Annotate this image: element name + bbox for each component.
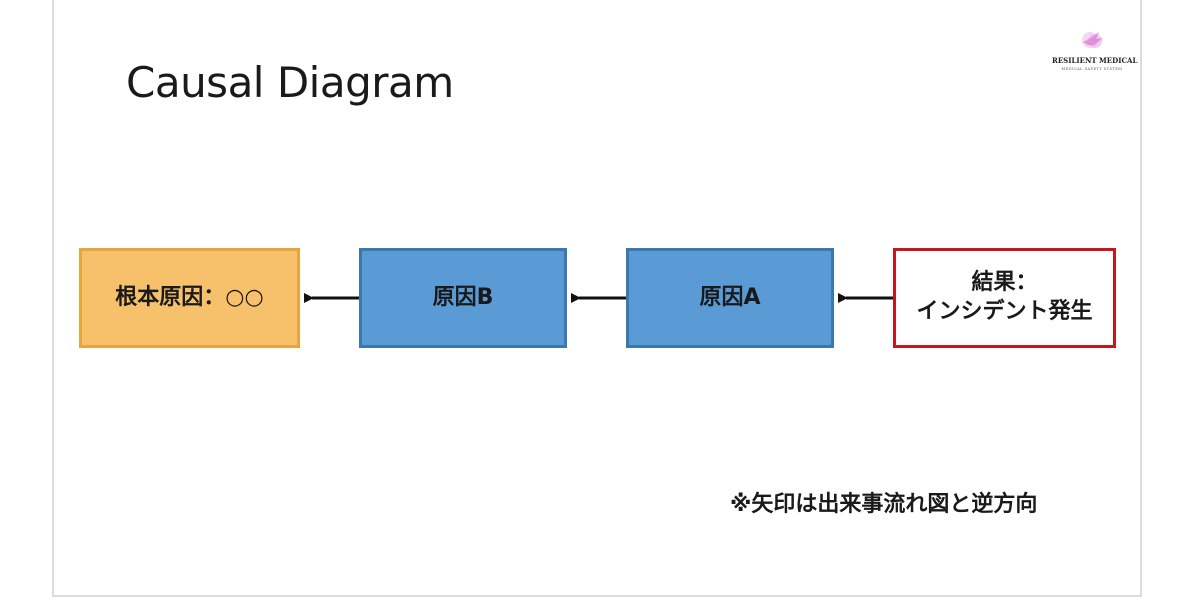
direction-note: ※矢印は出来事流れ図と逆方向 — [730, 492, 1038, 517]
logo-tagline: MEDICAL SAFETY SYSTEM — [1061, 67, 1123, 71]
cause-a-label: 原因A — [699, 284, 761, 310]
logo-name: RESILIENT MEDICAL — [1052, 56, 1138, 65]
result-box: 結果： インシデント発生 — [893, 248, 1116, 348]
result-label-line1: 結果： — [971, 270, 1038, 296]
brand-logo: RESILIENT MEDICAL MEDICAL SAFETY SYSTEM — [1052, 28, 1138, 78]
root-cause-label: 根本原因：○○ — [115, 284, 264, 310]
cause-b-label: 原因B — [432, 284, 494, 310]
result-label-line2: インシデント発生 — [916, 299, 1093, 324]
slide-title: Causal Diagram — [126, 58, 454, 107]
root-cause-box: 根本原因：○○ — [79, 248, 300, 348]
cause-a-box: 原因A — [626, 248, 834, 348]
bird-logo-icon — [1082, 32, 1103, 48]
cause-b-box: 原因B — [359, 248, 567, 348]
